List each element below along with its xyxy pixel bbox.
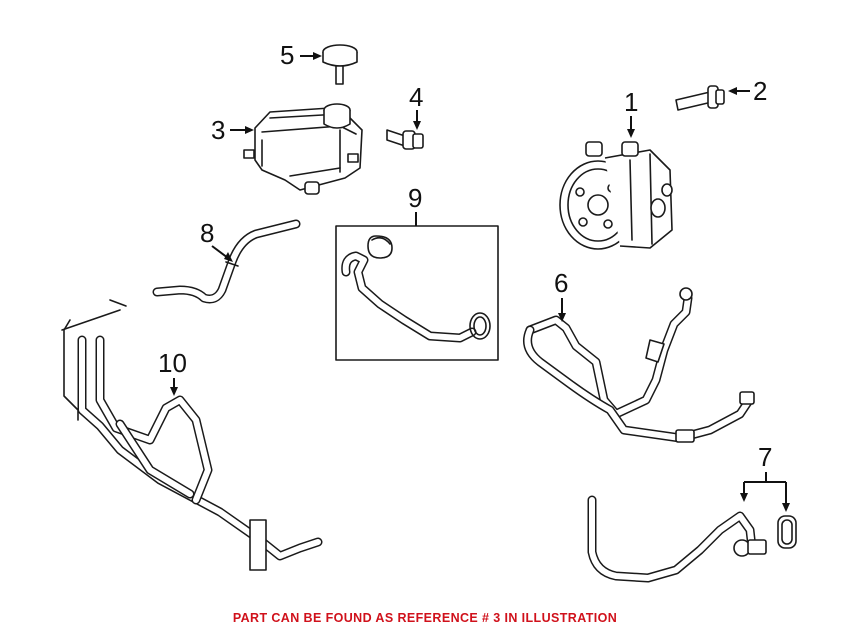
part-2-bolt[interactable] [675, 85, 725, 111]
part-10-cooler-assembly[interactable] [61, 299, 323, 571]
callout-1: 1 [624, 87, 638, 117]
callout-3-arrow [230, 126, 254, 134]
part-5-reservoir-cap[interactable] [322, 44, 358, 85]
callout-8-arrow [211, 245, 233, 262]
part-4-bolt[interactable] [386, 129, 424, 150]
callout-4: 4 [409, 82, 423, 112]
callout-9: 9 [408, 183, 422, 213]
callout-6-arrow [558, 298, 566, 322]
callout-1-arrow [627, 116, 635, 138]
callout-5: 5 [280, 40, 294, 70]
callout-6: 6 [554, 268, 568, 298]
callout-7: 7 [758, 442, 772, 472]
callout-3: 3 [211, 115, 225, 145]
callout-8: 8 [200, 218, 214, 248]
part-3-reservoir[interactable] [243, 103, 363, 195]
part-8-hose[interactable] [152, 219, 301, 304]
part-1-power-steering-pump[interactable] [559, 141, 673, 250]
callout-2-arrow [728, 87, 750, 95]
callout-10: 10 [158, 348, 187, 378]
callout-4-arrow [413, 110, 421, 130]
callout-2: 2 [753, 76, 767, 106]
part-9-hose-kit[interactable] [335, 225, 499, 361]
part-6-pressure-hose[interactable] [523, 287, 755, 443]
reference-caption: PART CAN BE FOUND AS REFERENCE # 3 IN IL… [232, 611, 618, 625]
callout-7-arrow [740, 472, 790, 512]
part-7-return-hose[interactable] [587, 495, 767, 583]
callout-5-arrow [300, 52, 322, 60]
part-7-o-ring[interactable] [777, 515, 797, 549]
callout-10-arrow [170, 378, 178, 396]
